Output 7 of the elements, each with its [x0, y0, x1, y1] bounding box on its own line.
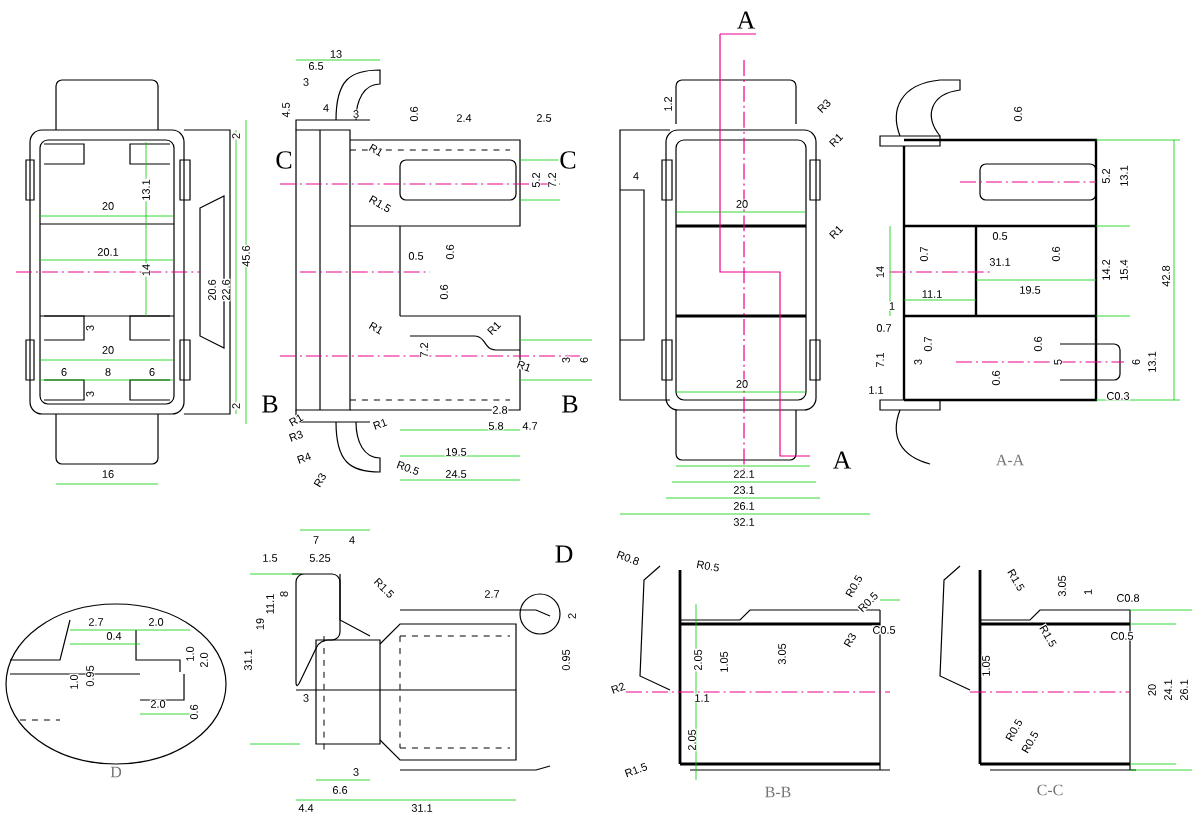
section-letter: D [553, 544, 575, 564]
section-letter: C [274, 150, 294, 170]
section-letter: C [558, 150, 578, 170]
section-letter: B [560, 394, 580, 414]
section-letter: A [735, 10, 757, 30]
section-letter: A [831, 450, 853, 470]
section-letter: B [260, 394, 280, 414]
